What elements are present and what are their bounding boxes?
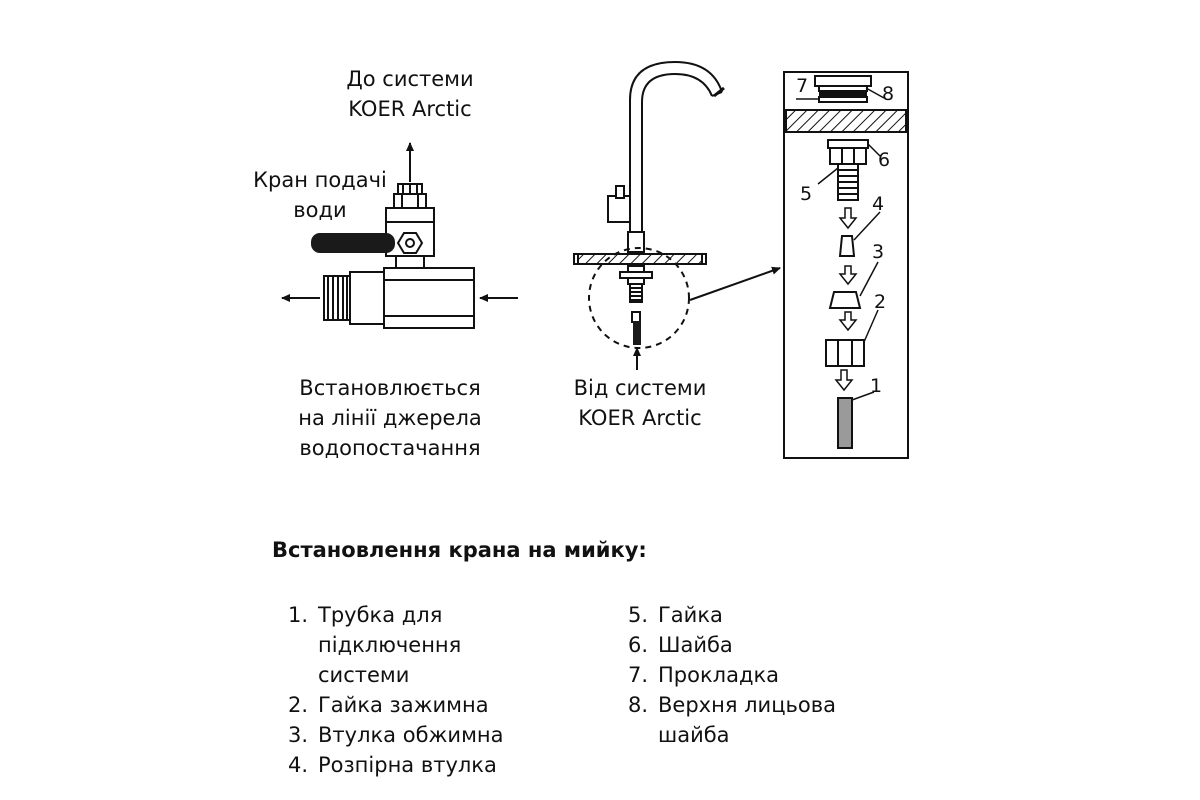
part-number: 7. (628, 663, 649, 687)
part-name: Прокладка (658, 663, 780, 687)
detail-gasket (819, 91, 867, 97)
supply-valve-drawing (281, 142, 518, 329)
detail-compression-sleeve (828, 291, 862, 309)
detail-top-washer (814, 75, 872, 87)
part-item: 4. Розпірна втулка (288, 750, 588, 780)
parts-list-right: 5. Гайка 6. Шайба 7. Прокладка 8. Верхня лиц… (628, 600, 868, 750)
main-water-pipe (383, 267, 475, 329)
detail-spacer-sleeve (838, 235, 856, 257)
faucet-lever (607, 195, 630, 223)
part-number: 4. (288, 753, 309, 777)
part-name: Гайка (658, 603, 723, 627)
part-name: Втулка обжимна (318, 723, 504, 747)
detail-number-4: 4 (872, 193, 885, 215)
part-name: Гайка зажимна (318, 693, 489, 717)
part-name: Верхня лицьова шайба (658, 693, 836, 747)
part-name: Розпірна втулка (318, 753, 497, 777)
detail-number-2: 2 (874, 291, 887, 313)
faucet-inlet-tube (633, 321, 641, 345)
part-name: Шайба (658, 633, 733, 657)
installation-diagram (281, 60, 909, 459)
part-item: 1. Трубка для підключення системи (288, 600, 588, 690)
part-item: 5. Гайка (628, 600, 868, 630)
valve-note: Встановлюється на лінії джерела водопост… (298, 376, 482, 460)
detail-number-7: 7 (796, 75, 809, 97)
part-number: 6. (628, 633, 649, 657)
inlet-label: Від системи KOER Arctic (573, 376, 707, 430)
detail-number-6: 6 (878, 149, 891, 171)
faucet-drawing (573, 60, 781, 370)
countertop-section (577, 253, 703, 265)
part-number: 8. (628, 693, 649, 717)
part-name: Трубка для підключення системи (318, 603, 462, 687)
detail-number-5: 5 (800, 183, 813, 205)
detail-leader (689, 266, 781, 301)
valve-handle (311, 233, 395, 253)
part-item: 6. Шайба (628, 630, 868, 660)
part-number: 2. (288, 693, 309, 717)
parts-list-left: 1. Трубка для підключення системи 2. Гайка… (288, 600, 588, 780)
part-item: 8. Верхня лицьова шайба (628, 690, 868, 750)
part-number: 5. (628, 603, 649, 627)
faucet-spout (629, 60, 723, 232)
part-item: 2. Гайка зажимна (288, 690, 588, 720)
installation-heading: Встановлення крана на мийку: (272, 538, 647, 562)
part-item: 7. Прокладка (628, 660, 868, 690)
detail-nut (829, 147, 867, 165)
detail-number-1: 1 (870, 375, 883, 397)
detail-number-8: 8 (882, 83, 895, 105)
detail-number-3: 3 (872, 241, 885, 263)
detail-washer (827, 139, 869, 149)
detail-clamping-nut (825, 339, 865, 367)
detail-countertop (785, 109, 907, 133)
part-item: 3. Втулка обжимна (288, 720, 588, 750)
outlet-label: До системи KOER Arctic (346, 67, 474, 121)
valve-label: Кран подачі води (253, 168, 387, 222)
faucet-base (627, 231, 645, 253)
detail-tube (837, 397, 853, 449)
part-number: 1. (288, 603, 309, 627)
detail-box (783, 71, 909, 459)
part-number: 3. (288, 723, 309, 747)
